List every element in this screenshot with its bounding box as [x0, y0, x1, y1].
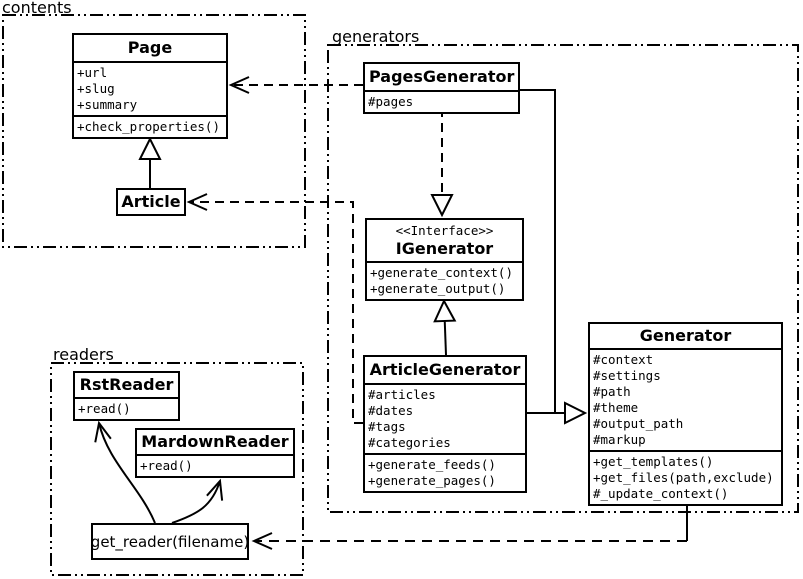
class-article: Article: [116, 188, 186, 216]
method: +read(): [140, 458, 193, 473]
attribute: #context: [593, 352, 654, 367]
function-get-reader: get_reader(filename): [91, 523, 249, 560]
attribute: #articles: [368, 387, 436, 402]
method: #_update_context(): [593, 486, 729, 501]
class-pagesgenerator-name: PagesGenerator: [369, 67, 515, 86]
method: +generate_feeds(): [368, 457, 496, 472]
attribute: +summary: [77, 97, 138, 112]
class-igenerator-methods: +generate_context() +generate_output(): [367, 261, 522, 299]
attribute: #settings: [593, 368, 661, 383]
attribute: +slug: [77, 81, 115, 96]
class-igenerator: <<Interface>> IGenerator +generate_conte…: [365, 218, 524, 301]
method: +get_templates(): [593, 454, 714, 469]
attribute: +url: [77, 65, 108, 80]
attribute: #tags: [368, 419, 406, 434]
class-igenerator-name: IGenerator: [395, 239, 494, 258]
method: +generate_context(): [370, 265, 513, 280]
package-contents-label: contents: [2, 0, 72, 17]
attribute: #dates: [368, 403, 414, 418]
edge-getreader-to-mardownreader: [171, 478, 224, 524]
class-page-name: Page: [127, 38, 173, 57]
class-rstreader-name: RstReader: [79, 375, 174, 394]
method: +get_files(path,exclude): [593, 470, 774, 485]
edge-pagesgenerator-extends-generator: [520, 89, 588, 425]
class-articlegenerator-attributes: #articles #dates #tags #categories: [365, 383, 525, 453]
method: +read(): [78, 401, 131, 416]
class-page: Page +url +slug +summary +check_properti…: [72, 33, 228, 139]
edge-articlegenerator-realizes-igenerator: [433, 298, 457, 356]
attribute: #pages: [368, 94, 414, 109]
class-page-methods: +check_properties(): [74, 115, 226, 137]
class-rstreader-methods: +read(): [75, 397, 178, 419]
class-articlegenerator-methods: +generate_feeds() +generate_pages(): [365, 453, 525, 491]
class-article-name: Article: [121, 192, 181, 211]
class-generator: Generator #context #settings #path #them…: [588, 322, 783, 506]
attribute: #markup: [593, 432, 646, 447]
attribute: #theme: [593, 400, 639, 415]
attribute: #categories: [368, 435, 451, 450]
method: +generate_pages(): [368, 473, 496, 488]
class-pagesgenerator: PagesGenerator #pages: [363, 62, 520, 114]
class-mardownreader-name: MardownReader: [141, 432, 289, 451]
class-articlegenerator: ArticleGenerator #articles #dates #tags …: [363, 355, 527, 493]
package-readers-border: [50, 362, 304, 576]
class-igenerator-header: <<Interface>> IGenerator: [367, 220, 522, 261]
class-pagesgenerator-attributes: #pages: [365, 90, 518, 112]
edge-getreader-to-rstreader: [94, 420, 156, 524]
class-page-attributes: +url +slug +summary: [74, 61, 226, 115]
attribute: #path: [593, 384, 631, 399]
class-rstreader: RstReader +read(): [73, 371, 180, 421]
class-mardownreader-methods: +read(): [137, 454, 293, 476]
edge-articlegenerator-uses-article: [186, 193, 363, 424]
method: +generate_output(): [370, 281, 506, 296]
package-generators-label: generators: [332, 27, 420, 46]
method: +check_properties(): [77, 119, 220, 134]
class-igenerator-stereotype: <<Interface>>: [395, 223, 494, 238]
package-contents-border: [2, 14, 306, 248]
attribute: #output_path: [593, 416, 684, 431]
class-generator-methods: +get_templates() +get_files(path,exclude…: [590, 450, 781, 504]
class-generator-name: Generator: [639, 326, 732, 345]
package-readers-label: readers: [53, 345, 114, 364]
class-generator-attributes: #context #settings #path #theme #output_…: [590, 348, 781, 450]
package-generators-border: [327, 44, 799, 513]
class-mardownreader: MardownReader +read(): [135, 428, 295, 478]
class-articlegenerator-name: ArticleGenerator: [369, 360, 521, 379]
